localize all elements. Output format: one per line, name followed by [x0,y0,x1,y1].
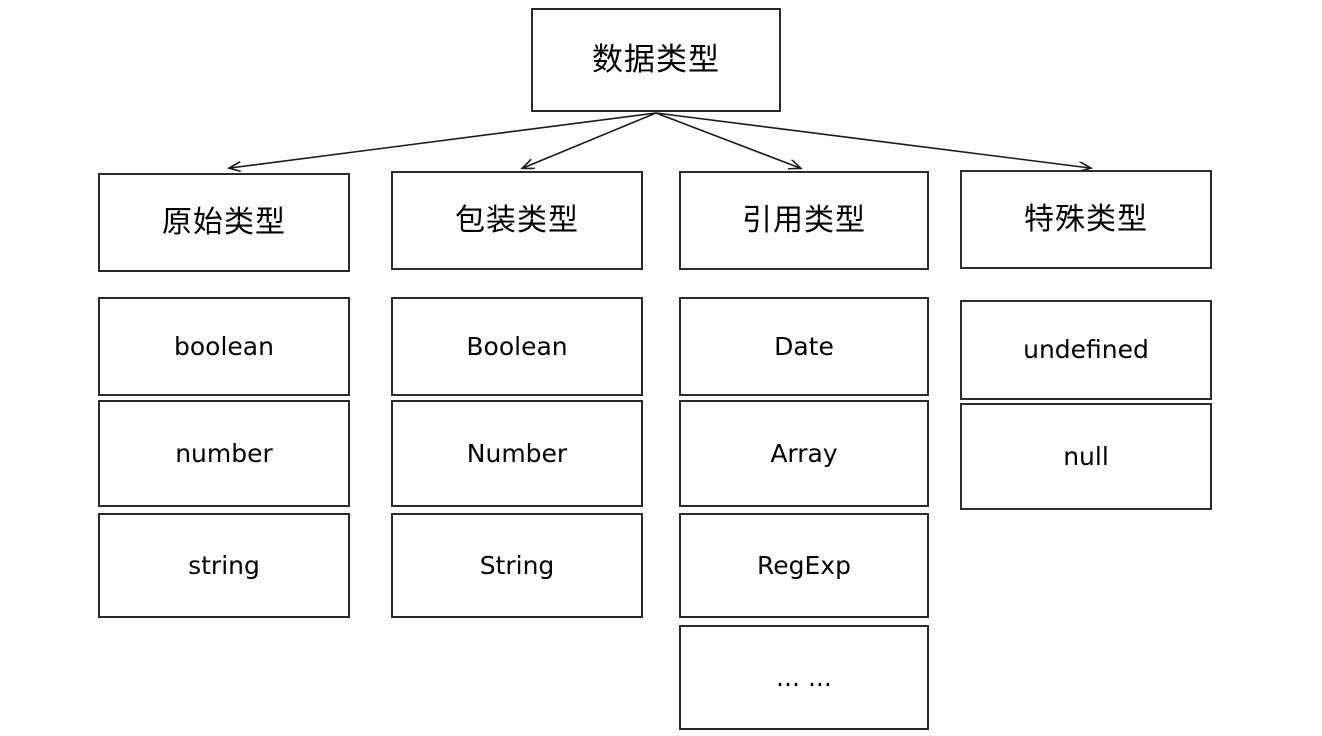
leaf-node: null [960,403,1212,510]
leaf-node: Array [679,400,929,507]
edge-root-to-primitive [230,112,657,168]
edge-root-to-wrapper [523,112,657,168]
category-node-label: 引用类型 [742,203,866,238]
root-node-label: 数据类型 [592,41,720,78]
leaf-node: Date [679,297,929,396]
category-node-label: 包装类型 [455,203,579,238]
leaf-node: RegExp [679,513,929,618]
leaf-node-label: null [1063,441,1109,471]
leaf-node-label: RegExp [757,550,851,580]
leaf-node-label: boolean [174,331,274,361]
leaf-node: undefined [960,300,1212,400]
category-node-primitive: 原始类型 [98,173,350,272]
root-node-data-types: 数据类型 [531,8,781,112]
leaf-node: Boolean [391,297,643,396]
leaf-node-label: undefined [1023,335,1149,365]
leaf-node-label: ... ... [776,662,832,692]
leaf-node-ellipsis: ... ... [679,625,929,730]
leaf-node-label: Number [466,438,568,468]
leaf-node: Number [391,400,643,507]
leaf-node-label: number [175,438,273,468]
edge-root-to-special [655,112,1090,168]
category-node-wrapper: 包装类型 [391,171,643,270]
leaf-node-label: Boolean [466,331,568,361]
leaf-node: number [98,400,350,507]
leaf-node-label: string [188,550,260,580]
leaf-node: string [98,513,350,618]
edge-root-to-reference [655,112,800,168]
category-node-special: 特殊类型 [960,170,1212,269]
leaf-node-label: Date [774,331,834,361]
leaf-node-label: String [479,550,555,580]
leaf-node-label: Array [770,438,838,468]
category-node-reference: 引用类型 [679,171,929,270]
category-node-label: 原始类型 [162,205,286,240]
category-node-label: 特殊类型 [1024,202,1148,237]
leaf-node: String [391,513,643,618]
leaf-node: boolean [98,297,350,396]
